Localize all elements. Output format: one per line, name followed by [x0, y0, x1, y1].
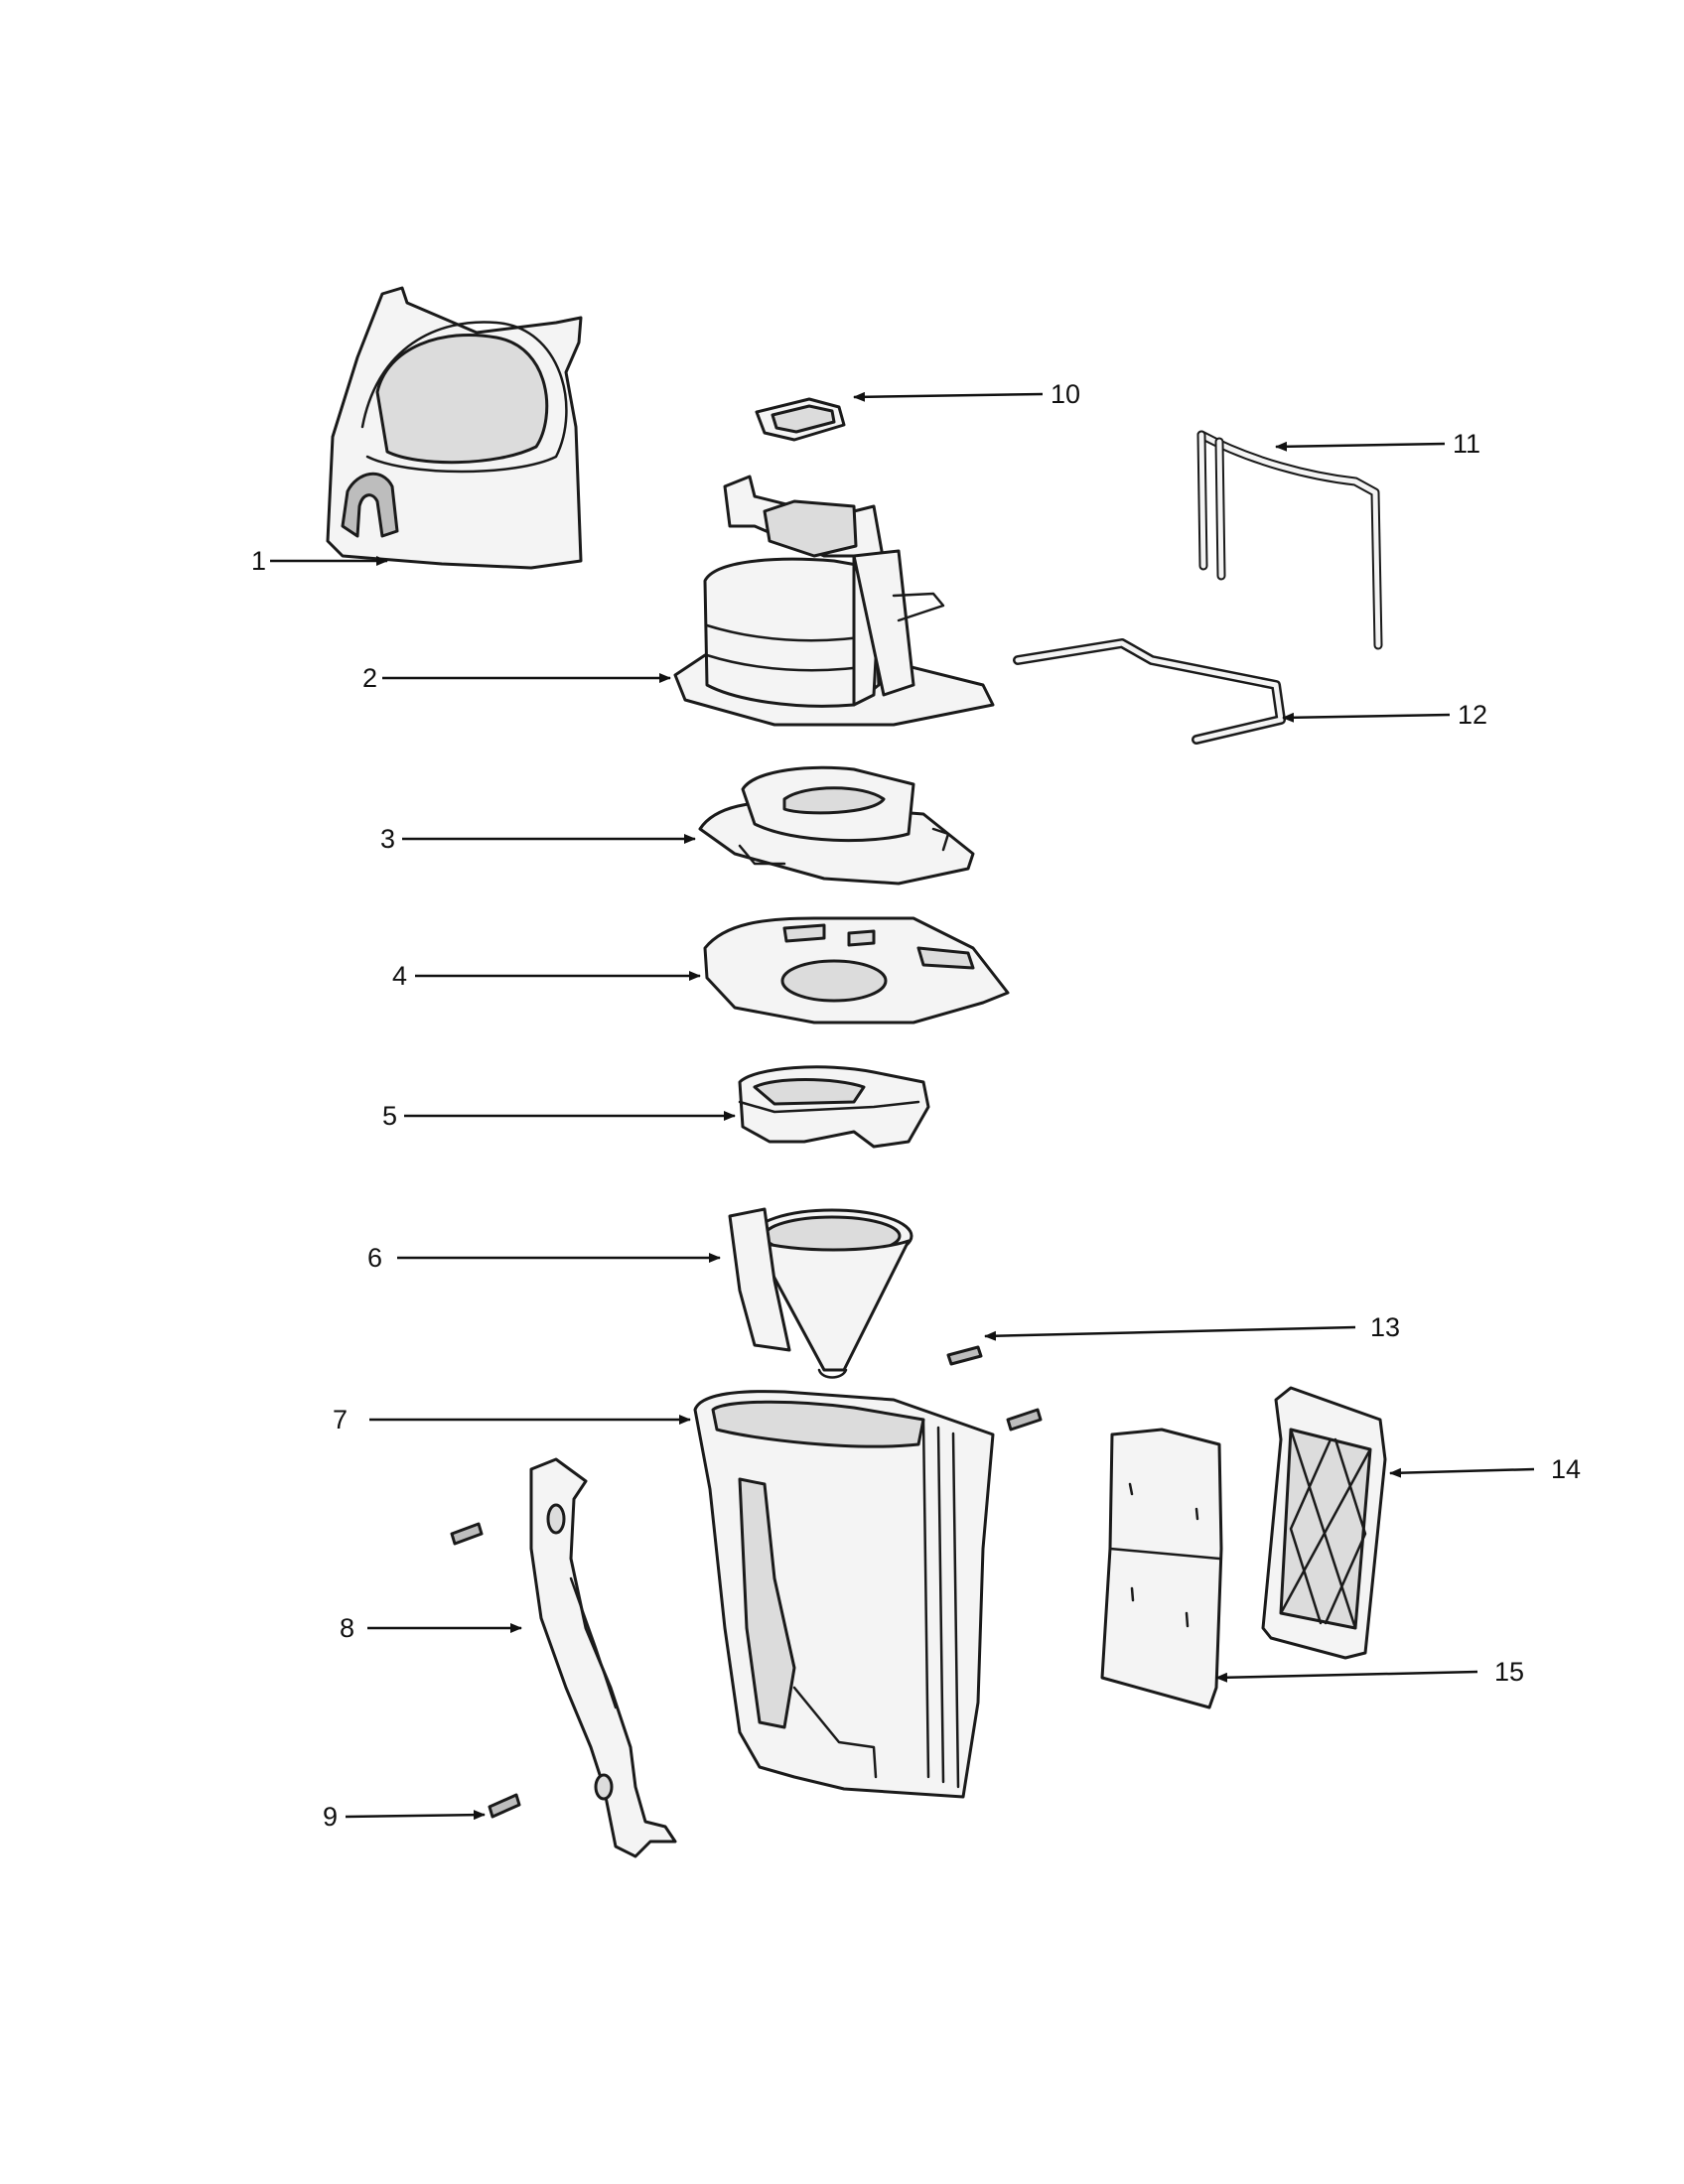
part-2-upper-chamber [673, 475, 995, 727]
part-9-screw [488, 1793, 521, 1819]
callout-1: 1 [251, 546, 388, 576]
callout-3: 3 [380, 824, 696, 854]
callout-15: 15 [1215, 1657, 1524, 1687]
callout-13-label: 13 [1370, 1312, 1400, 1342]
callout-7-label: 7 [333, 1405, 348, 1434]
part-3-middle-tray [698, 765, 975, 886]
callout-12-label: 12 [1458, 700, 1487, 730]
part-8-lever-arm [529, 1457, 677, 1858]
part-11-handle-rod [1196, 430, 1383, 650]
callout-11-label: 11 [1453, 429, 1480, 459]
callout-1-label: 1 [251, 546, 266, 576]
callout-2: 2 [362, 663, 671, 693]
callout-9: 9 [323, 1802, 486, 1832]
callout-15-label: 15 [1494, 1657, 1524, 1687]
callout-4-label: 4 [392, 961, 407, 991]
part-7-main-housing [693, 1390, 995, 1799]
callout-9-label: 9 [323, 1802, 338, 1832]
callout-4: 4 [392, 961, 701, 991]
part-6-filter-funnel [728, 1207, 913, 1379]
callout-8-label: 8 [340, 1613, 354, 1643]
callout-10-label: 10 [1051, 379, 1080, 409]
callout-10: 10 [853, 379, 1080, 409]
part-12-wire-bracket [1013, 638, 1286, 745]
screw-extra [1006, 1408, 1043, 1432]
callout-12: 12 [1282, 700, 1487, 730]
callout-5-label: 5 [382, 1101, 397, 1131]
callout-13: 13 [984, 1312, 1400, 1342]
part-5-basket-holder [738, 1065, 930, 1149]
callout-14: 14 [1389, 1454, 1581, 1484]
callout-7: 7 [333, 1405, 691, 1434]
part-1-top-cover [326, 286, 583, 570]
callout-6-label: 6 [367, 1243, 382, 1273]
part-10-gasket [755, 397, 846, 442]
part-13-screw [946, 1345, 983, 1366]
part-14-grille [1261, 1386, 1387, 1660]
callout-6: 6 [367, 1243, 721, 1273]
part-4-flat-plate [703, 916, 1010, 1024]
callout-3-label: 3 [380, 824, 395, 854]
callout-11: 11 [1275, 429, 1480, 459]
callout-14-label: 14 [1551, 1454, 1581, 1484]
part-15-panel [1100, 1428, 1223, 1709]
screw-upper-left [450, 1522, 484, 1546]
callout-2-label: 2 [362, 663, 377, 693]
callout-5: 5 [382, 1101, 736, 1131]
callout-8: 8 [340, 1613, 522, 1643]
